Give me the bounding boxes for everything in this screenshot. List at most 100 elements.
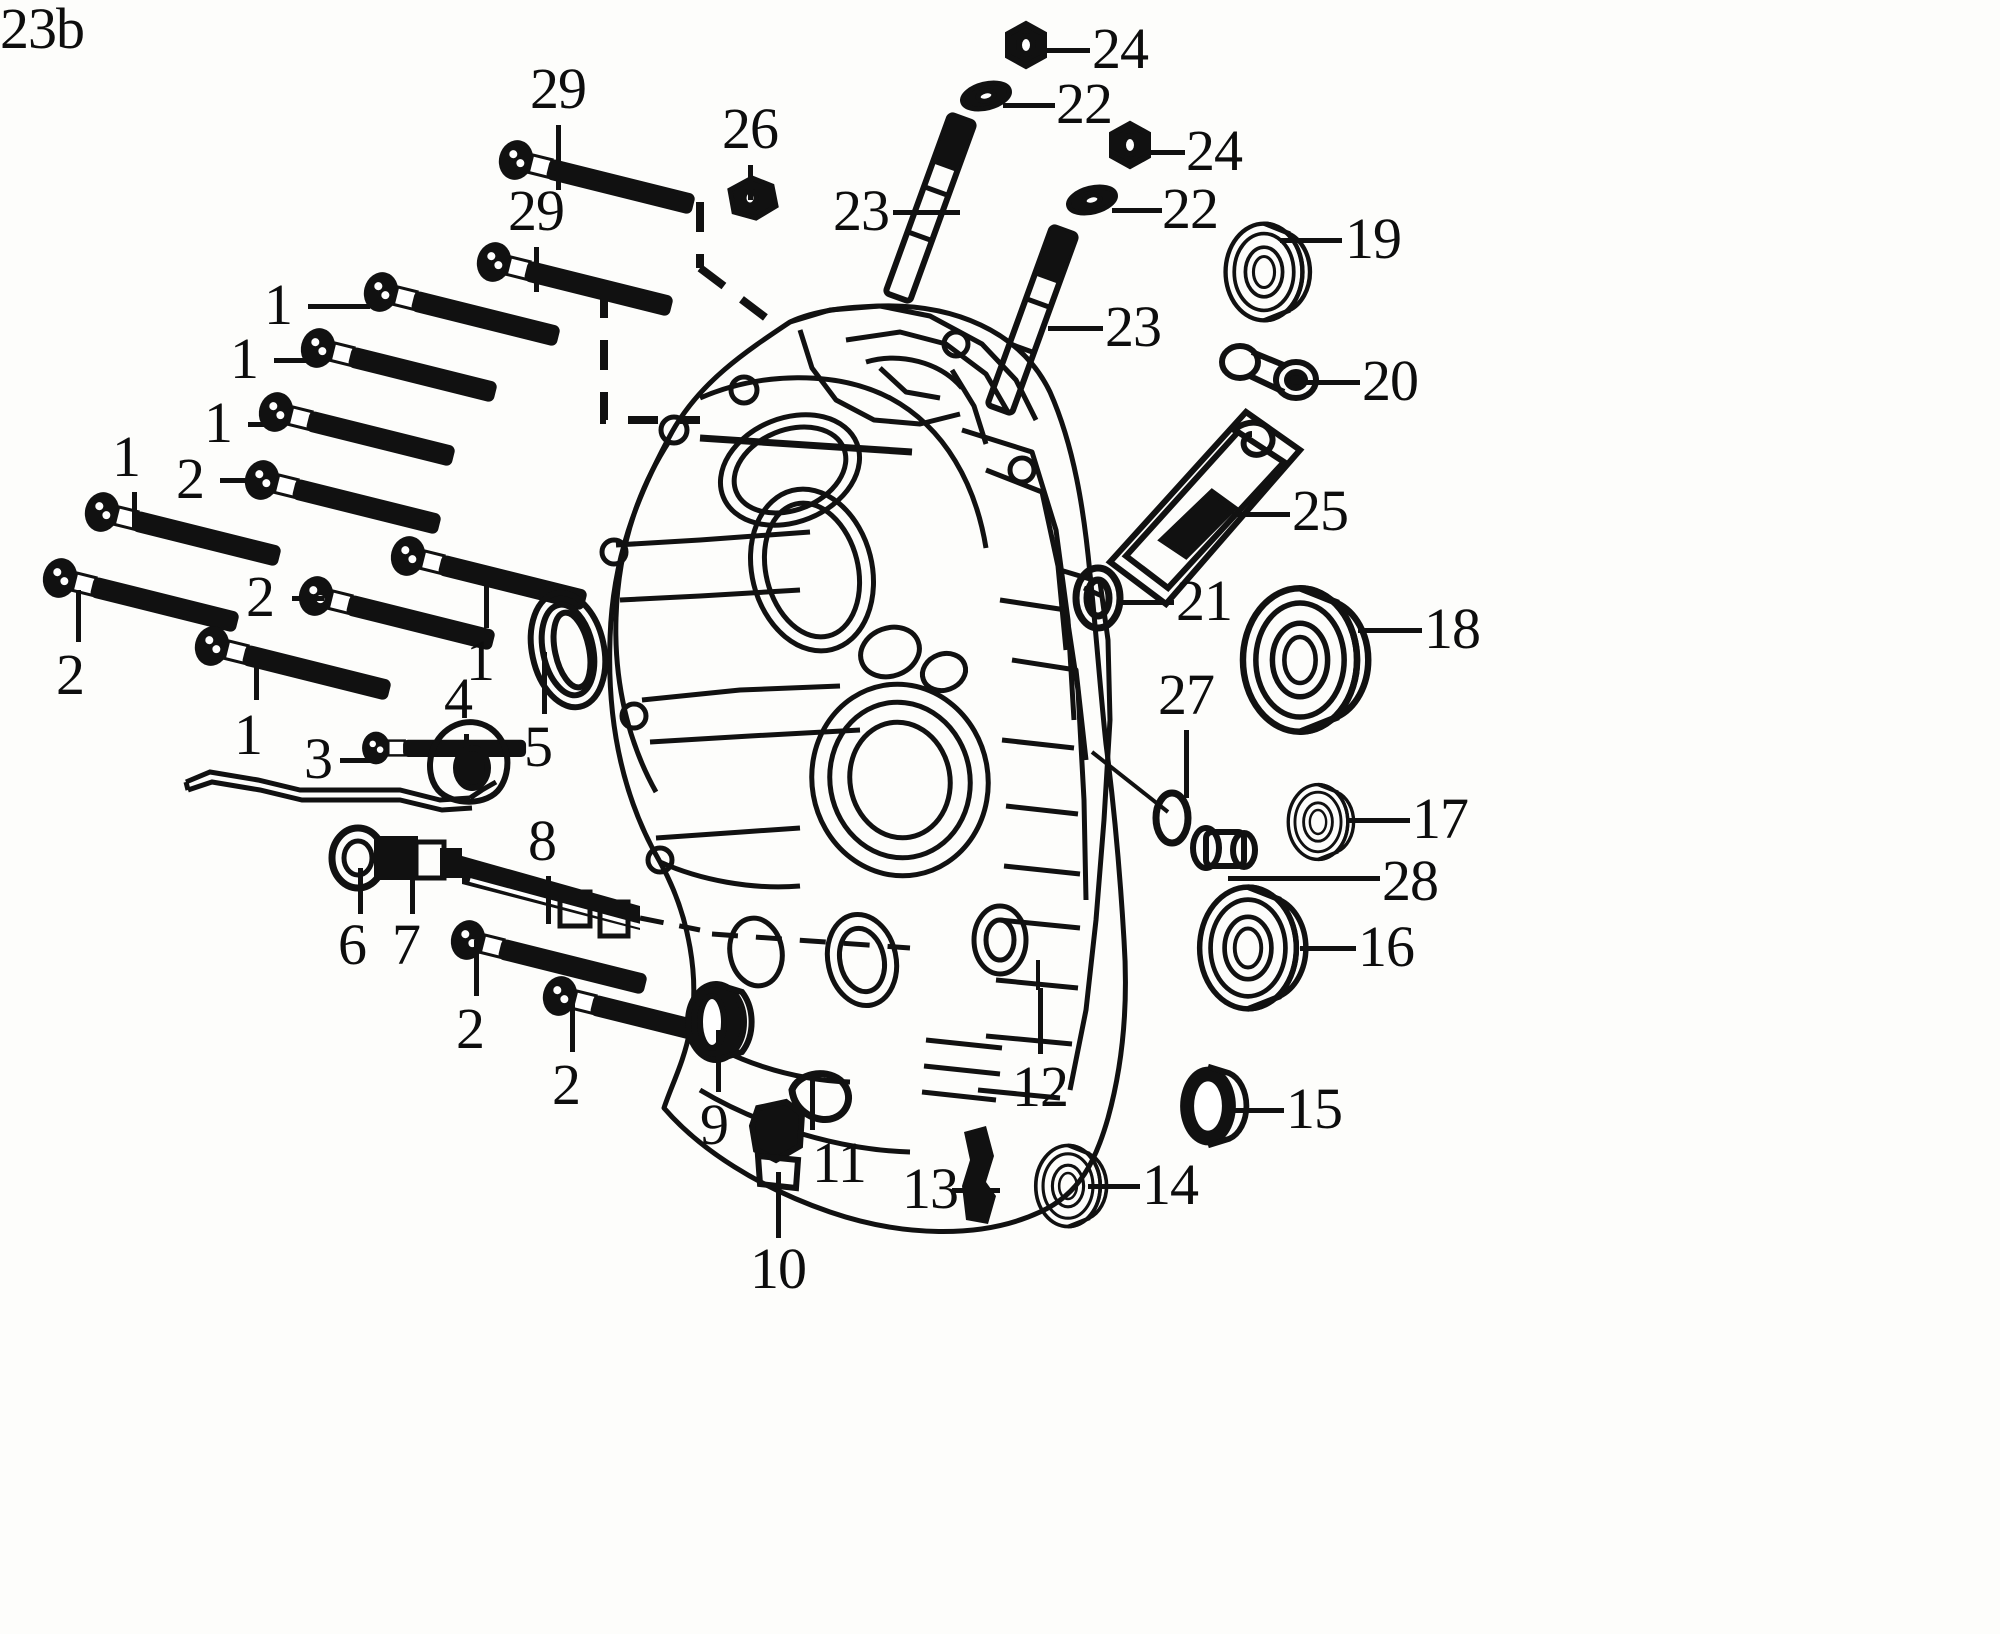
leader-line-21: [1118, 600, 1174, 605]
callout-number-8: 8: [528, 808, 557, 873]
callout-number-18: 18: [1424, 596, 1481, 661]
leader-line-2: [76, 590, 81, 642]
washer-22-b: [1066, 184, 1118, 216]
callout-number-1: 1: [112, 424, 141, 489]
callout-number-22: 22: [1056, 71, 1113, 136]
callout-number-19: 19: [1345, 206, 1402, 271]
leader-line-18: [1358, 628, 1422, 633]
leader-line-28: [1228, 876, 1380, 881]
leader-line-2: [292, 596, 324, 601]
callout-number-29: 29: [530, 56, 587, 121]
nut-24-a: [1005, 20, 1047, 70]
leader-line-9: [716, 1030, 721, 1092]
callout-number-2: 2: [56, 642, 85, 707]
leader-line-22: [1003, 103, 1055, 108]
leader-line-4: [464, 734, 469, 772]
callout-number-1: 1: [234, 702, 263, 767]
callout-number-23: 23: [1105, 294, 1162, 359]
callout-number-1: 1: [230, 326, 259, 391]
callout-number-1: 1: [264, 272, 293, 337]
leader-line-24: [1140, 150, 1185, 155]
leader-line-11: [810, 1072, 815, 1130]
callout-number-23: 23: [833, 178, 890, 243]
leader-line-8: [546, 876, 551, 924]
bearing-17: [1286, 782, 1356, 862]
leader-line-6: [358, 868, 363, 914]
leader-line-23: [1048, 326, 1103, 331]
leader-line-22: [1112, 208, 1162, 213]
callout-number-6: 6: [338, 912, 367, 977]
leader-line-1: [132, 492, 137, 530]
callout-number-21: 21: [1176, 568, 1233, 633]
callout-number-23b: 23b: [0, 0, 85, 61]
callout-number-9: 9: [700, 1092, 729, 1157]
callout-number-7: 7: [392, 912, 421, 977]
callout-number-22: 22: [1162, 176, 1219, 241]
callout-number-14: 14: [1142, 1152, 1199, 1217]
leader-line-24: [1035, 48, 1090, 53]
collar-28: [1190, 825, 1258, 871]
linkage-20: [1219, 343, 1319, 401]
leader-line-2: [220, 478, 256, 483]
leader-line-29: [556, 125, 561, 190]
bearing-16: [1200, 887, 1306, 1009]
callout-number-11: 11: [812, 1130, 867, 1195]
callout-number-27: 27: [1158, 662, 1215, 727]
balancer-shaft-assembly: [328, 824, 911, 951]
callout-number-24: 24: [1092, 16, 1149, 81]
callout-number-26: 26: [722, 96, 779, 161]
leader-line-27: [1184, 730, 1189, 798]
bearing-18: [1243, 588, 1368, 732]
stud-23-a: [885, 114, 974, 301]
callout-number-15: 15: [1286, 1076, 1343, 1141]
callout-number-28: 28: [1382, 848, 1439, 913]
drain-plug-10: [748, 1098, 806, 1192]
nut-24-b: [1109, 120, 1151, 170]
lower-right-parts: [962, 224, 1368, 1229]
leader-line-29: [534, 247, 539, 292]
leader-line-25: [1232, 512, 1290, 517]
leader-line-15: [1232, 1108, 1284, 1113]
leader-line-23: [893, 210, 960, 215]
callout-number-24: 24: [1186, 118, 1243, 183]
washer-22-a: [960, 80, 1012, 112]
leader-line-26: [748, 165, 753, 200]
callout-number-29: 29: [508, 178, 565, 243]
callout-number-2: 2: [176, 446, 205, 511]
callout-number-10: 10: [750, 1236, 807, 1301]
leader-line-16: [1300, 946, 1356, 951]
washer-27: [1152, 789, 1192, 847]
leader-line-14: [1088, 1184, 1140, 1189]
leader-line-17: [1348, 818, 1410, 823]
bush-21: [1072, 564, 1124, 632]
fitting-26: [727, 175, 779, 221]
locating-pin-13: [962, 1126, 996, 1224]
callout-number-5: 5: [524, 714, 553, 779]
leader-line-2: [474, 940, 479, 996]
callout-number-1: 1: [466, 628, 495, 693]
leader-line-5: [542, 652, 547, 714]
leader-line-20: [1302, 380, 1360, 385]
leader-line-1: [484, 570, 489, 628]
crankcase-body: [599, 303, 1128, 1235]
leader-line-3: [340, 758, 376, 763]
callout-number-17: 17: [1412, 786, 1469, 851]
gasket-ring: [527, 589, 609, 711]
leader-line-1: [254, 650, 259, 700]
callout-number-2: 2: [246, 564, 275, 629]
leader-line-10: [776, 1172, 781, 1238]
plate-25: [1105, 408, 1305, 609]
leader-line-1: [248, 422, 276, 427]
leader-line-1: [308, 304, 370, 309]
leader-line-13: [952, 1188, 1000, 1193]
stud-23-b: [987, 226, 1076, 413]
callout-number-4: 4: [444, 666, 473, 731]
oil-pipe: [183, 769, 498, 813]
callout-number-1: 1: [204, 390, 233, 455]
callout-number-20: 20: [1362, 348, 1419, 413]
leader-line-12: [1038, 988, 1043, 1054]
leader-line-19: [1280, 238, 1342, 243]
leader-line-1: [274, 358, 308, 363]
